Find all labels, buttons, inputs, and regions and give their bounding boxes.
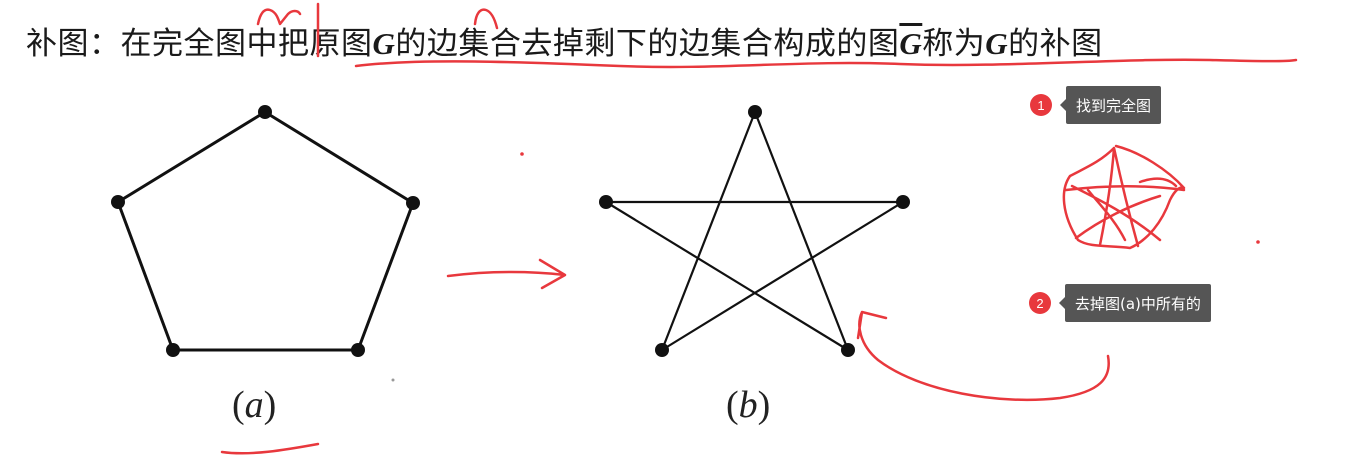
note-2-badge[interactable]: 2 <box>1029 292 1051 314</box>
note-1-text: 找到完全图 <box>1059 86 1162 124</box>
vertex-a-top <box>258 105 272 119</box>
title-g1: G <box>372 26 396 61</box>
edge-top-bottomright <box>753 111 850 351</box>
curved-arrow <box>856 310 1110 402</box>
mark-n-2 <box>473 8 499 30</box>
dot-2 <box>1256 240 1260 244</box>
red-annotations <box>220 2 1298 455</box>
vertex-a-left <box>111 195 125 209</box>
title-underline <box>354 58 1298 69</box>
vertex-a-bottom-left <box>166 343 180 357</box>
caption-a: (a) <box>232 384 277 426</box>
mark-n-1 <box>256 8 302 26</box>
stray-dots <box>520 152 1260 244</box>
title-part-3: 称为 <box>922 26 986 62</box>
vertex-b-top <box>748 105 762 119</box>
graph-a <box>116 110 415 352</box>
graph-a-vertices <box>111 105 420 357</box>
title-part-1: 补图：在完全图中把原图 <box>26 26 373 62</box>
caption-a-letter: a <box>244 384 264 426</box>
vertex-b-bottom-left <box>655 343 669 357</box>
graph-b-vertices <box>599 105 910 357</box>
scribble-complete-graph <box>1062 144 1186 250</box>
vertex-a-bottom-right <box>351 343 365 357</box>
caption-b: (b) <box>726 384 771 426</box>
note-2[interactable]: 2 去掉图(a)中所有的 <box>1029 284 1211 322</box>
caption-b-letter: b <box>738 384 758 426</box>
edge-left-bottomright <box>605 201 849 351</box>
vertex-b-left <box>599 195 613 209</box>
edge-top-bottomleft <box>660 111 757 351</box>
vertex-b-bottom-right <box>841 343 855 357</box>
pentagon-edges <box>116 110 415 352</box>
edge-right-bottomleft <box>661 201 904 351</box>
dot-gray <box>391 378 395 382</box>
note-1[interactable]: 1 找到完全图 <box>1030 86 1162 124</box>
underline-a <box>220 442 320 455</box>
title-line: 补图：在完全图中把原图G的边集合去掉剩下的边集合构成的图G称为G的补图 <box>26 18 1103 63</box>
note-2-text: 去掉图(a)中所有的 <box>1059 284 1211 322</box>
title-g2: G <box>985 26 1009 61</box>
vertex-a-right <box>406 196 420 210</box>
title-gbar: G <box>899 26 923 61</box>
title-part-4: 的补图 <box>1008 26 1103 62</box>
vertex-b-right <box>896 195 910 209</box>
graph-b <box>605 111 904 351</box>
note-1-badge[interactable]: 1 <box>1030 94 1052 116</box>
dot-1 <box>520 152 524 156</box>
title-part-2: 的边集合去掉剩下的边集合构成的图 <box>395 26 900 62</box>
arrow-a-to-b <box>446 258 567 290</box>
